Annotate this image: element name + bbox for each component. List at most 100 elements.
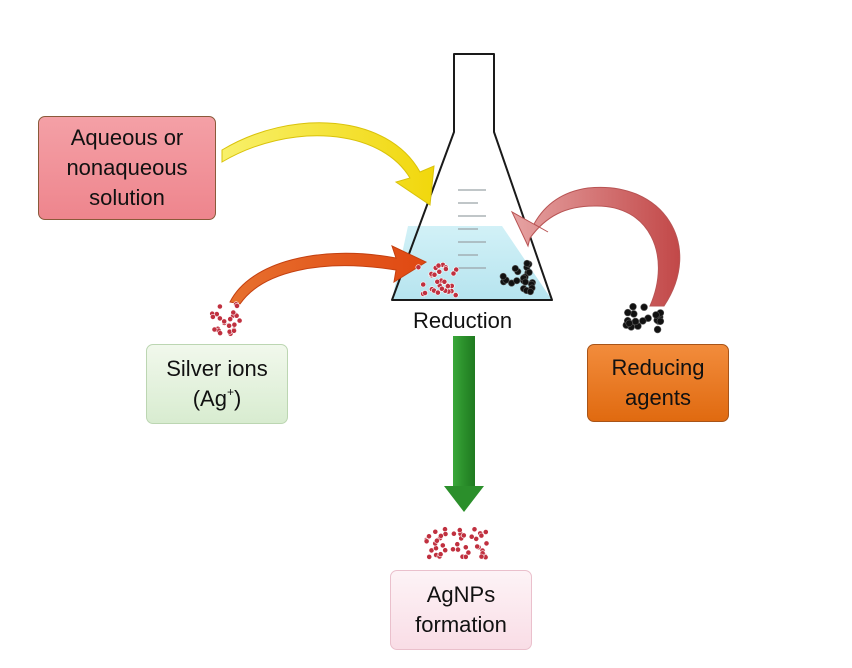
- particle: [437, 551, 444, 558]
- silver-label-line2: (Ag+): [192, 384, 242, 411]
- reducing-label-line2: agents: [624, 385, 692, 410]
- particle: [450, 270, 457, 277]
- particle: [630, 310, 638, 318]
- particle: [432, 528, 439, 535]
- particle: [460, 532, 467, 539]
- silver-ions-box: Silver ions (Ag+): [146, 344, 288, 424]
- particle: [513, 277, 521, 285]
- particle: [462, 554, 469, 560]
- reduction-arrow: [444, 336, 484, 512]
- particle: [450, 530, 457, 537]
- particle: [453, 266, 460, 273]
- particle: [511, 264, 519, 272]
- particle: [456, 527, 463, 533]
- particle: [221, 318, 228, 325]
- particle: [441, 278, 448, 285]
- particle: [523, 259, 531, 267]
- solution-label-line2: nonaqueous: [66, 155, 188, 180]
- agnps-label-line2: formation: [415, 612, 507, 637]
- particle: [521, 278, 529, 286]
- silver-label-line1: Silver ions: [166, 356, 268, 381]
- particle: [231, 321, 238, 328]
- particle: [216, 315, 223, 322]
- particle: [625, 319, 633, 327]
- particle: [236, 317, 243, 324]
- particle: [420, 281, 427, 288]
- silver-ion-particles-in-flask: [415, 261, 460, 298]
- particle: [444, 283, 451, 289]
- particle: [478, 532, 485, 539]
- particle: [434, 289, 441, 296]
- particle: [478, 553, 485, 560]
- particle: [230, 309, 237, 316]
- particle: [454, 541, 461, 548]
- particle: [473, 536, 480, 542]
- particle: [227, 316, 234, 322]
- solution-label-line3: solution: [89, 185, 165, 210]
- particle: [639, 317, 647, 325]
- reducing-agents-box: Reducing agents: [587, 344, 729, 422]
- particle: [471, 526, 478, 533]
- particle: [431, 271, 438, 278]
- particle: [426, 554, 433, 560]
- particle: [483, 540, 490, 547]
- particle: [653, 325, 662, 334]
- particle: [462, 544, 469, 551]
- solution-arrow: [221, 122, 435, 206]
- particle: [465, 549, 472, 556]
- particle: [629, 303, 637, 311]
- reduction-label: Reduction: [413, 308, 513, 333]
- flask-outline: [391, 53, 553, 301]
- silver-nanoparticles: [423, 526, 490, 561]
- particle: [426, 533, 432, 540]
- particle: [231, 327, 237, 334]
- particle: [652, 311, 660, 319]
- particle: [428, 547, 435, 554]
- particle: [422, 290, 428, 296]
- agnps-label-line1: AgNPs: [426, 582, 496, 607]
- particle: [656, 317, 665, 325]
- flask-graduations: [458, 189, 486, 269]
- solution-box: Aqueous or nonaqueous solution: [38, 116, 216, 220]
- particle: [437, 533, 444, 539]
- particle: [433, 537, 440, 544]
- particle: [211, 326, 218, 333]
- particle: [455, 546, 461, 553]
- particle: [526, 288, 534, 296]
- particle: [442, 526, 448, 533]
- particle: [435, 262, 442, 269]
- particle: [624, 308, 632, 317]
- particle: [436, 268, 443, 275]
- silver-ion-particles: [209, 301, 243, 337]
- particle: [438, 285, 445, 292]
- reducing-label-line1: Reducing: [611, 355, 705, 380]
- reducing-agents-arrow: [510, 186, 681, 307]
- particle: [439, 542, 446, 549]
- particle: [209, 313, 216, 320]
- agnps-formation-box: AgNPs formation: [390, 570, 532, 650]
- silver-ions-arrow: [229, 245, 428, 305]
- particle: [452, 292, 459, 298]
- particle: [234, 302, 240, 309]
- particle: [468, 533, 475, 540]
- particle: [434, 278, 441, 285]
- particle: [415, 264, 422, 271]
- particle: [216, 303, 223, 310]
- particle: [442, 266, 449, 272]
- particle: [474, 543, 481, 550]
- particle: [450, 546, 456, 553]
- particle: [499, 272, 507, 280]
- reducing-agent-particles-in-flask: [499, 259, 536, 296]
- particle: [217, 330, 223, 336]
- particle: [423, 538, 430, 545]
- particle: [640, 303, 648, 311]
- particle: [226, 322, 232, 329]
- reducing-agent-particles: [622, 303, 665, 334]
- particle: [482, 529, 489, 535]
- particle: [525, 268, 533, 276]
- particle: [433, 545, 439, 552]
- solution-label-line1: Aqueous or: [70, 125, 184, 150]
- particle: [442, 547, 449, 554]
- charge-superscript: +: [226, 384, 234, 399]
